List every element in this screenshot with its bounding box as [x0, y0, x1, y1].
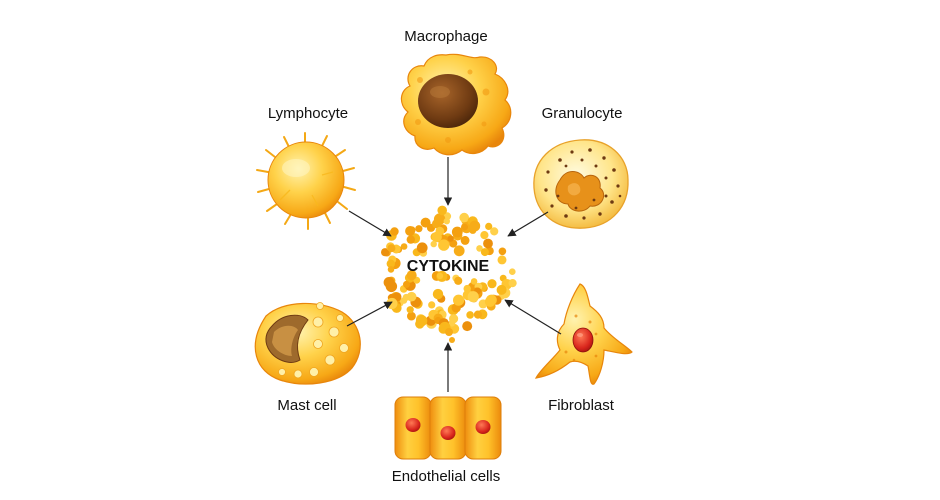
arrow-granulocyte-to-cytokine	[507, 211, 549, 237]
cytokine-particle	[480, 248, 489, 257]
cytokine-particle	[415, 225, 423, 233]
cytokine-particle	[386, 259, 395, 268]
cytokine-particle	[454, 276, 463, 285]
fibroblast-cell	[534, 283, 633, 385]
endothelial-cells	[394, 396, 502, 460]
cytokine-particle	[387, 244, 396, 253]
mast-cell-label: Mast cell	[277, 397, 336, 414]
cytokine-particle	[443, 218, 450, 225]
lymphocyte-label: Lymphocyte	[268, 105, 348, 122]
cytokine-particle	[470, 278, 478, 285]
cytokine-particle	[447, 235, 454, 242]
arrow-lymphocyte-to-cytokine	[348, 210, 392, 237]
lymphocyte-cell	[256, 132, 356, 230]
cytokine-particle	[490, 227, 499, 236]
cytokine-particle	[438, 239, 450, 251]
macrophage-cell	[400, 53, 512, 156]
cytokine-particle	[462, 321, 473, 332]
cytokine-particle	[487, 279, 497, 289]
cytokine-particle	[448, 319, 456, 327]
cytokine-particle	[496, 284, 507, 295]
cytokine-particle	[432, 219, 442, 229]
cytokine-particle	[420, 217, 431, 228]
endothelial-cells-label: Endothelial cells	[392, 468, 500, 485]
cytokine-particle	[406, 291, 417, 302]
granulocyte-cell	[533, 139, 629, 229]
cytokine-particle	[461, 223, 469, 231]
cytokine-particle	[385, 280, 398, 293]
cytokine-particle	[480, 231, 489, 240]
cytokine-particle	[449, 337, 455, 343]
cytokine-particle	[466, 311, 474, 319]
cytokine-particle	[453, 294, 465, 306]
cytokine-particle	[436, 272, 444, 280]
cytokine-particle	[459, 212, 470, 223]
arrow-mast-cell-to-cytokine	[346, 301, 393, 327]
fibroblast-label: Fibroblast	[548, 397, 615, 414]
cytokine-particle	[473, 310, 482, 319]
cytokine-particle	[453, 245, 465, 257]
cytokine-particle	[432, 288, 444, 300]
cytokine-particle	[484, 296, 496, 307]
granulocyte-granules	[544, 148, 622, 220]
cytokine-particle	[498, 247, 507, 256]
cytokine-particle	[430, 240, 437, 248]
cytokine-particle	[390, 227, 399, 236]
cytokine-particle	[407, 311, 416, 321]
cytokine-particle	[435, 226, 445, 236]
cytokine-particle	[428, 301, 436, 309]
cytokine-particle	[406, 306, 414, 314]
cytokine-particle	[469, 220, 481, 232]
arrow-fibroblast-to-cytokine	[504, 299, 562, 335]
cytokine-particle	[416, 242, 428, 254]
cytokine-particle	[403, 280, 410, 288]
cytokine-particle	[460, 236, 470, 245]
cytokine-particle	[443, 212, 452, 221]
cytokine-particle	[451, 226, 463, 238]
cytokine-particle	[476, 245, 483, 252]
cytokine-particle	[483, 238, 493, 249]
cytokine-particle	[406, 235, 415, 244]
cytokine-particle	[381, 248, 390, 257]
cytokine-particle	[497, 255, 507, 265]
cytokine-particle	[406, 270, 417, 281]
cytokine-particle	[437, 205, 448, 216]
cytokine-particle	[400, 243, 408, 250]
cytokine-label: CYTOKINE	[407, 258, 490, 275]
cytokine-particle	[467, 291, 479, 303]
cytokine-particle	[387, 266, 395, 273]
macrophage-label: Macrophage	[404, 28, 487, 45]
cytokine-particle	[445, 328, 453, 336]
cytokine-particle	[408, 226, 416, 234]
cytokine-particle	[400, 297, 408, 304]
granulocyte-label: Granulocyte	[542, 105, 623, 122]
mast-cell	[254, 302, 361, 385]
cytokine-particle	[508, 279, 517, 288]
cytokine-particle	[509, 268, 516, 276]
cytokine-particle	[415, 315, 428, 327]
cytokine-particle	[485, 222, 493, 230]
